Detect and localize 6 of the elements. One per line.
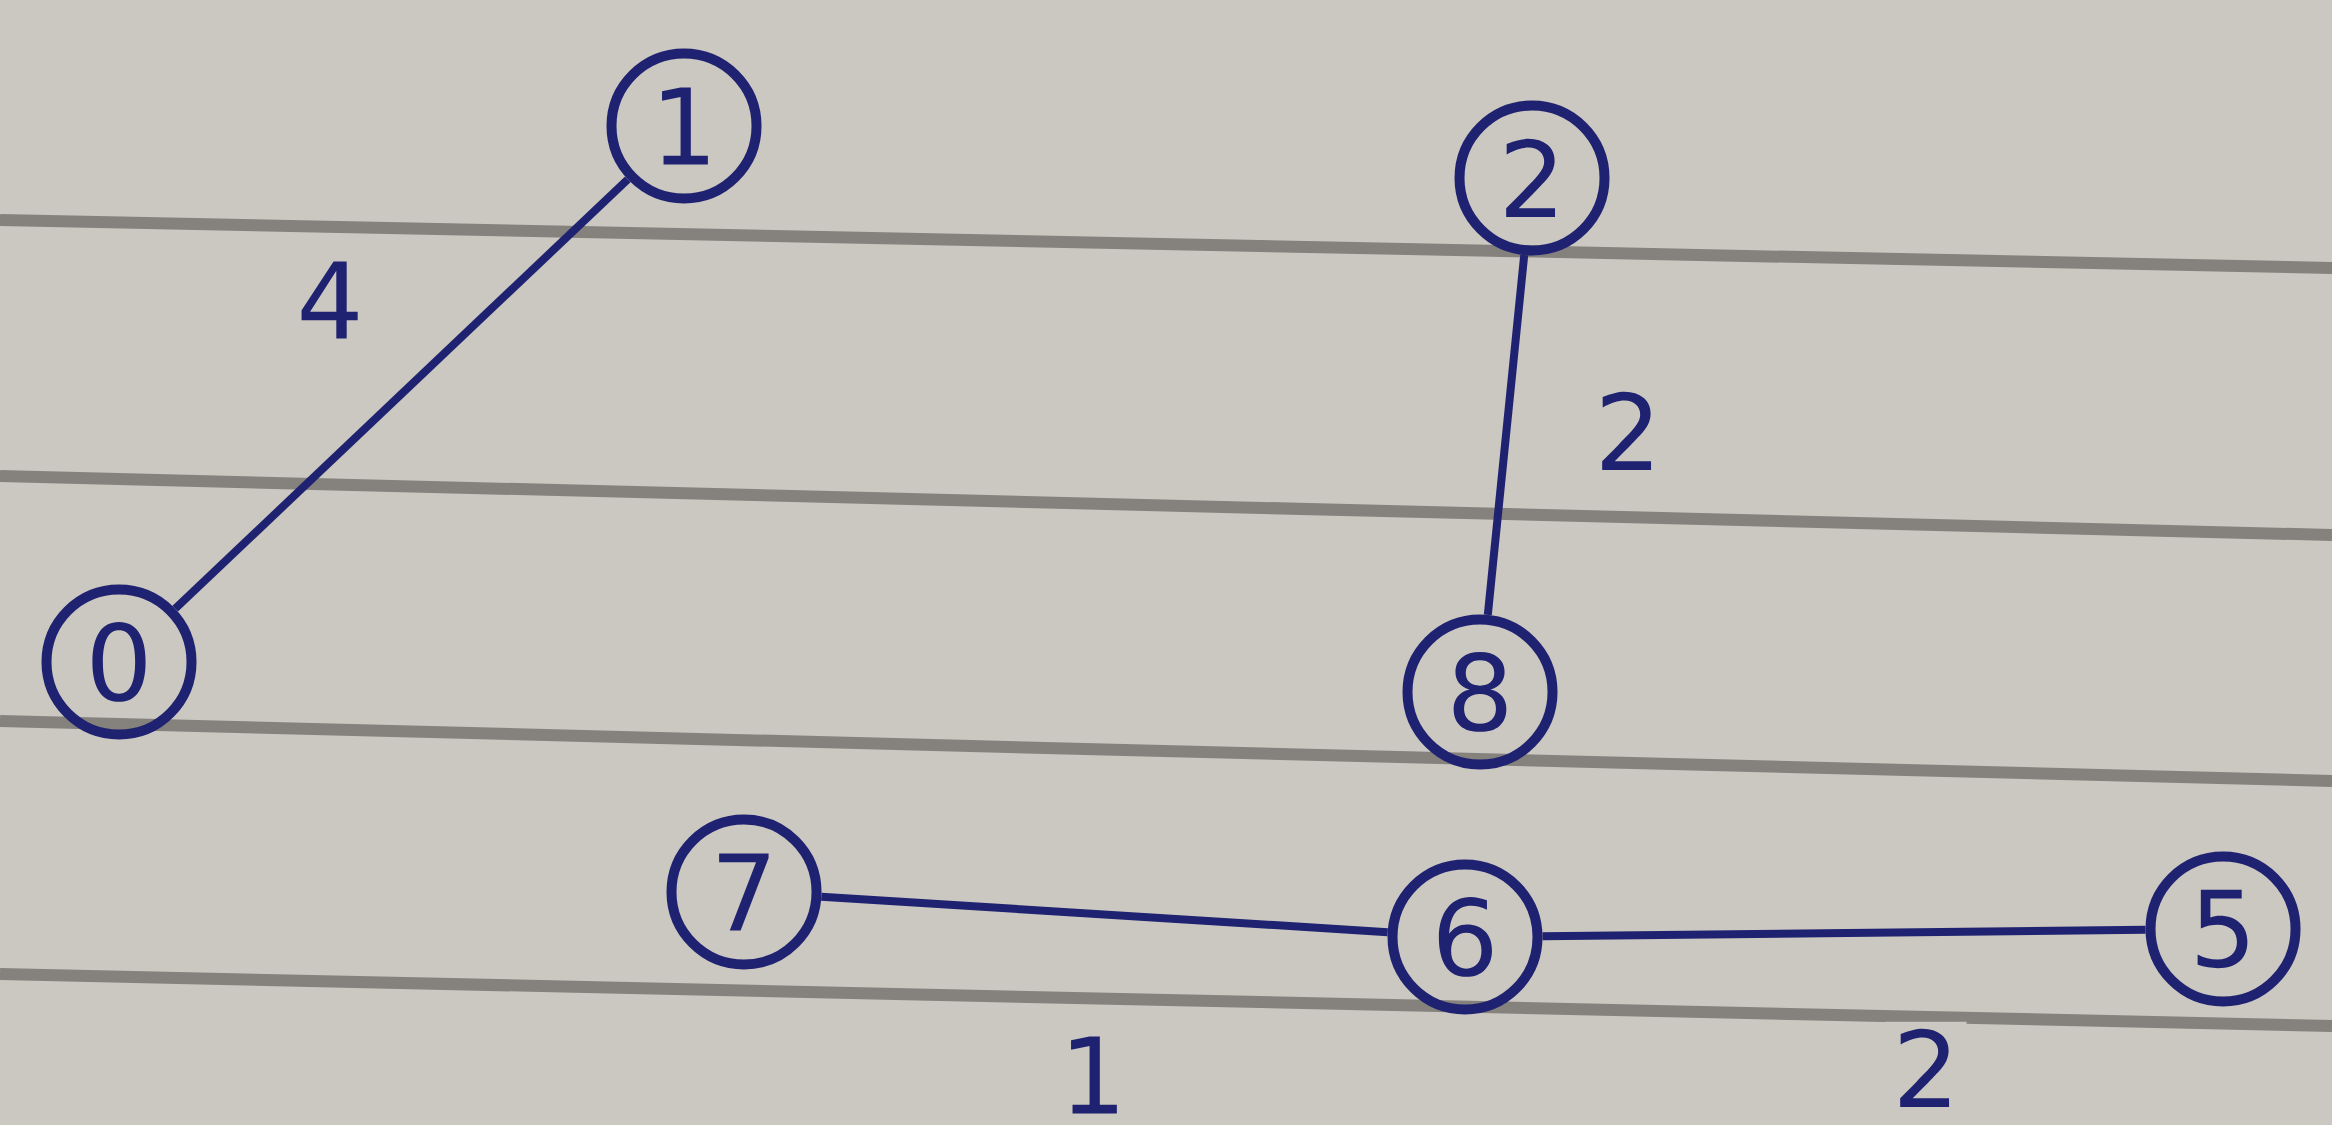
edge-label: 1 bbox=[1052, 1029, 1134, 1121]
edge-line bbox=[1483, 254, 1529, 616]
edge-label: 2 bbox=[1885, 1021, 1967, 1115]
edge-label: 2 bbox=[1587, 384, 1669, 478]
edge-line bbox=[172, 176, 631, 612]
edge-label: 4 bbox=[289, 254, 371, 346]
